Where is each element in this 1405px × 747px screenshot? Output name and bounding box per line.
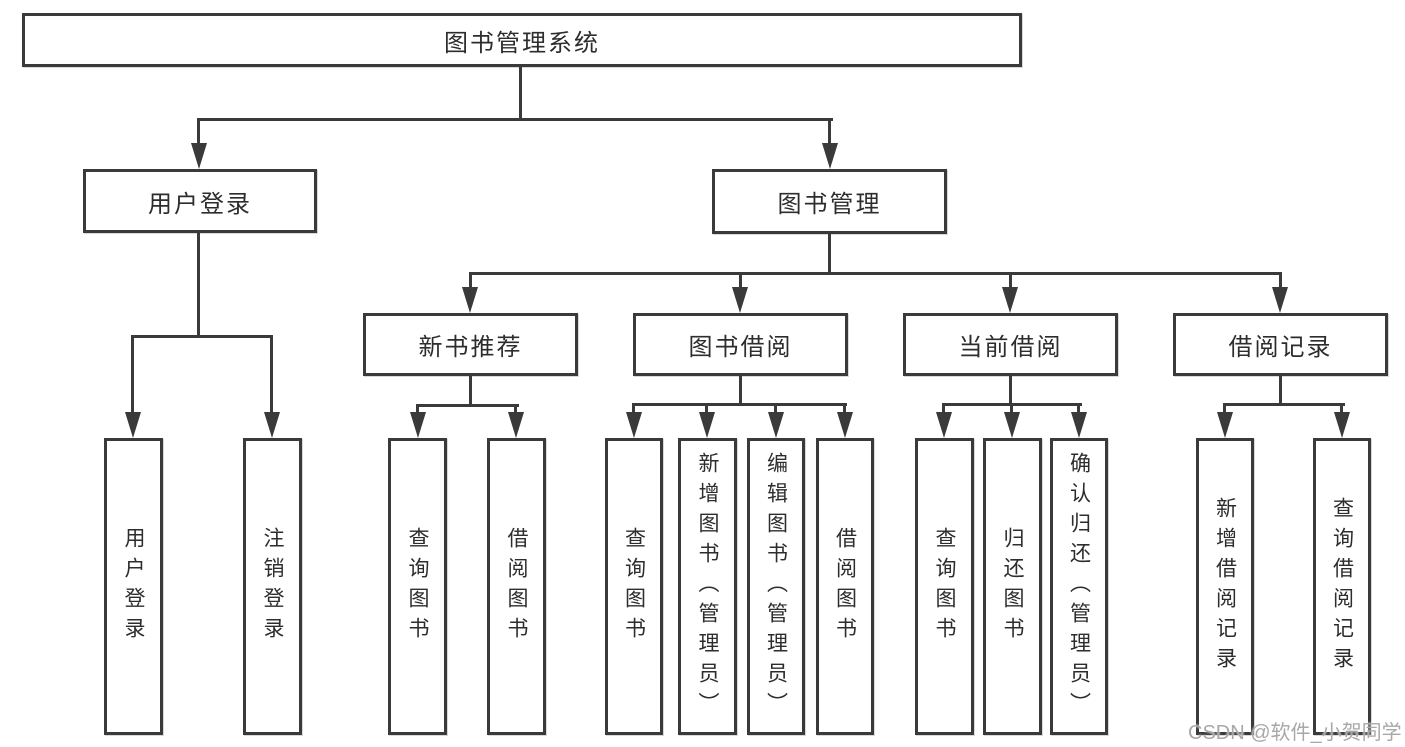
connector-line: [270, 335, 273, 414]
connector-arrowhead: [1002, 287, 1018, 313]
connector-line: [632, 403, 847, 406]
node-label: 用户登录: [148, 190, 252, 218]
connector-line: [705, 403, 708, 415]
connector-arrowhead: [1217, 412, 1233, 438]
connector-arrowhead: [462, 287, 478, 313]
node-label: 借阅图书: [505, 526, 528, 647]
node-user-login: 用户登录: [83, 169, 317, 233]
connector-arrowhead: [768, 412, 784, 438]
node-label: 注销登录: [261, 526, 284, 647]
leaf-borrow-query-book: 查询图书: [605, 438, 663, 735]
connector-line: [843, 403, 846, 415]
node-label: 查询借阅记录: [1330, 496, 1354, 677]
leaf-recommend-query-book: 查询图书: [388, 438, 447, 735]
leaf-logout: 注销登录: [243, 438, 302, 735]
connector-arrowhead: [699, 412, 715, 438]
connector-line: [416, 404, 419, 416]
node-label: 归还图书: [1001, 526, 1024, 647]
connector-line: [416, 404, 519, 407]
connector-arrowhead: [125, 412, 141, 438]
connector-line: [1010, 403, 1013, 415]
connector-arrowhead: [1071, 412, 1087, 438]
connector-line: [632, 403, 635, 415]
node-label: 查询图书: [933, 526, 956, 647]
node-label: 新增图书（管理员）: [696, 451, 719, 722]
connector-arrowhead: [1334, 412, 1350, 438]
connector-line: [197, 233, 200, 338]
node-label: 借阅图书: [833, 526, 857, 647]
node-label: 借阅记录: [1228, 334, 1333, 361]
connector-line: [519, 67, 522, 119]
node-root: 图书管理系统: [22, 13, 1022, 67]
node-label: 用户登录: [122, 526, 145, 647]
connector-arrowhead: [837, 412, 853, 438]
connector-line: [197, 118, 200, 146]
connector-line: [469, 272, 1282, 275]
csdn-watermark: CSDN @软件_小贺同学: [1188, 722, 1402, 744]
leaf-borrow-borrow-book: 借阅图书: [816, 438, 874, 735]
connector-arrowhead: [822, 143, 838, 169]
leaf-records-add-record: 新增借阅记录: [1196, 438, 1254, 735]
leaf-records-query-record: 查询借阅记录: [1313, 438, 1371, 735]
connector-arrowhead: [732, 287, 748, 313]
node-label: 确认归还（管理员）: [1067, 451, 1091, 722]
connector-line: [1279, 376, 1282, 406]
connector-line: [739, 272, 742, 290]
connector-line: [131, 335, 273, 338]
node-borrow-records: 借阅记录: [1173, 313, 1388, 376]
node-label: 新增借阅记录: [1213, 496, 1237, 677]
connector-arrowhead: [508, 412, 524, 438]
node-book-management: 图书管理: [712, 169, 947, 234]
connector-arrowhead: [936, 412, 952, 438]
leaf-current-query-book: 查询图书: [915, 438, 974, 735]
leaf-user-login: 用户登录: [104, 438, 163, 735]
connector-line: [469, 272, 472, 290]
leaf-current-confirm-return: 确认归还（管理员）: [1050, 438, 1108, 735]
connector-line: [1223, 403, 1345, 406]
connector-line: [1223, 403, 1226, 415]
node-label: 图书管理系统: [444, 29, 600, 57]
node-label: 图书借阅: [688, 334, 793, 361]
connector-line: [774, 403, 777, 415]
connector-arrowhead: [626, 412, 642, 438]
connector-line: [828, 234, 831, 275]
node-label: 查询图书: [406, 526, 429, 647]
node-label: 查询图书: [622, 526, 646, 647]
node-new-book-recommend: 新书推荐: [363, 313, 578, 376]
leaf-borrow-add-book: 新增图书（管理员）: [678, 438, 737, 735]
connector-arrowhead: [191, 143, 207, 169]
connector-line: [1340, 403, 1343, 415]
node-label: 编辑图书（管理员）: [764, 451, 788, 722]
leaf-borrow-edit-book: 编辑图书（管理员）: [747, 438, 805, 735]
connector-line: [739, 376, 742, 406]
node-label: 新书推荐: [418, 334, 523, 361]
node-current-borrow: 当前借阅: [903, 313, 1118, 376]
connector-line: [469, 376, 472, 407]
node-label: 当前借阅: [958, 334, 1063, 361]
leaf-current-return-book: 归还图书: [983, 438, 1042, 735]
connector-arrowhead: [1004, 412, 1020, 438]
node-book-borrow: 图书借阅: [633, 313, 848, 376]
connector-arrowhead: [264, 412, 280, 438]
node-label: 图书管理: [777, 191, 882, 218]
connector-arrowhead: [410, 412, 426, 438]
connector-line: [1009, 376, 1012, 406]
connector-line: [131, 335, 134, 414]
connector-line: [198, 118, 833, 121]
leaf-recommend-borrow-book: 借阅图书: [487, 438, 546, 735]
connector-line: [1279, 272, 1282, 290]
connector-arrowhead: [1272, 287, 1288, 313]
connector-line: [1077, 403, 1080, 415]
connector-line: [1009, 272, 1012, 290]
connector-line: [942, 403, 945, 415]
connector-line: [514, 404, 517, 416]
connector-line: [828, 118, 831, 146]
